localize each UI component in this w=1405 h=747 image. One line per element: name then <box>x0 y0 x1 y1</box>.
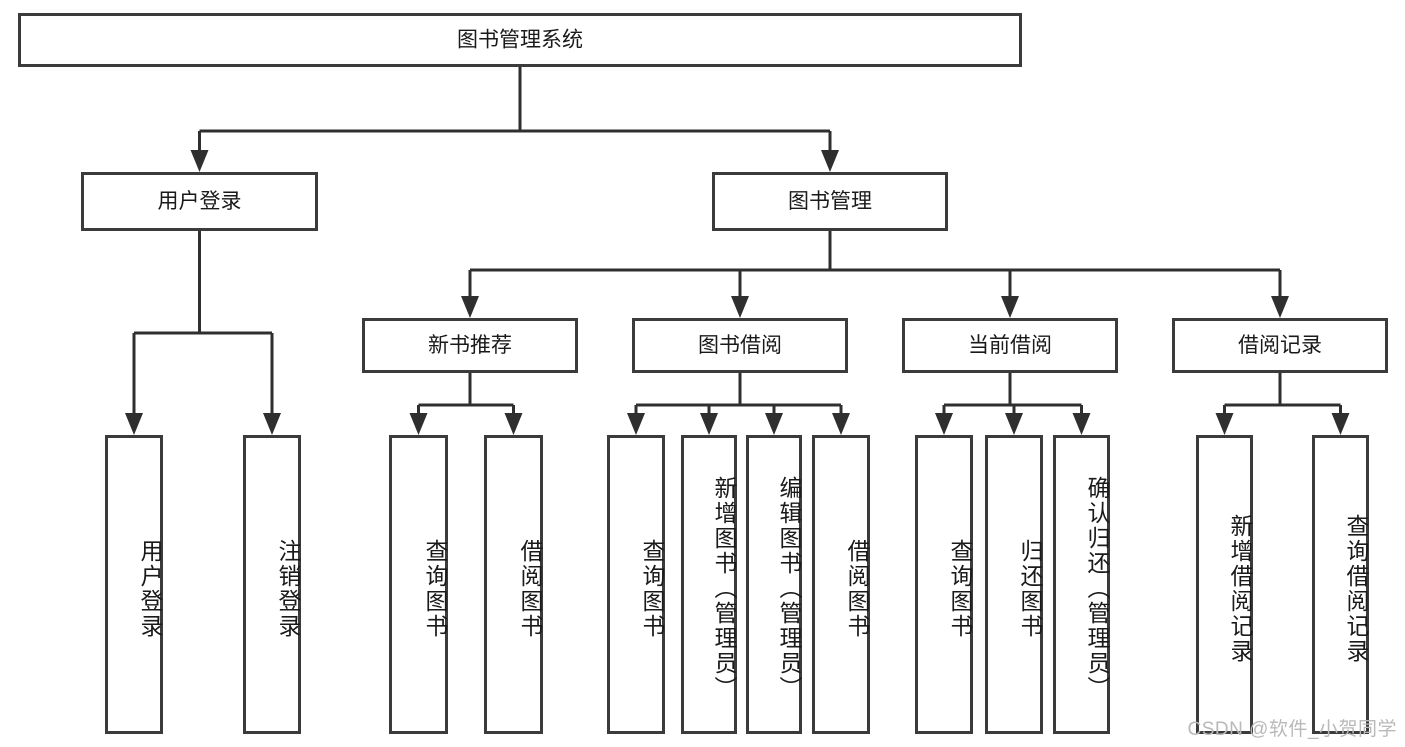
arrow-head-icon <box>461 296 479 318</box>
leaf-box-11[interactable] <box>1196 435 1253 734</box>
leaf-box-9[interactable] <box>985 435 1043 734</box>
arrow-head-icon <box>821 150 839 172</box>
arrow-head-icon <box>125 413 143 435</box>
level2-label-2: 当前借阅 <box>968 334 1052 357</box>
leaf-box-8[interactable] <box>915 435 973 734</box>
arrow-head-icon <box>1005 413 1023 435</box>
arrow-head-icon <box>1072 413 1091 435</box>
watermark-text: CSDN @软件_小贺同学 <box>1187 719 1397 740</box>
leaf-box-12[interactable] <box>1312 435 1369 734</box>
arrow-head-icon <box>731 296 749 318</box>
arrow-head-icon <box>504 413 523 435</box>
arrow-head-icon <box>190 150 209 172</box>
root-label-0: 图书管理系统 <box>457 29 583 52</box>
boxes-layer <box>18 13 1388 734</box>
root-box-0[interactable] <box>18 13 1022 67</box>
level2-label-1: 图书借阅 <box>698 334 782 357</box>
leaf-box-0[interactable] <box>105 435 163 734</box>
arrow-head-icon <box>832 413 850 435</box>
leaf-box-4[interactable] <box>607 435 665 734</box>
leaf-box-1[interactable] <box>243 435 301 734</box>
leaf-box-3[interactable] <box>484 435 543 734</box>
arrow-head-icon <box>627 413 645 435</box>
level2-box-3[interactable] <box>1172 318 1388 373</box>
arrow-head-icon <box>935 413 953 435</box>
level1-box-0[interactable] <box>81 172 318 231</box>
arrow-head-icon <box>1271 296 1289 318</box>
connectors-layer <box>125 67 1350 435</box>
level2-box-1[interactable] <box>632 318 848 373</box>
arrow-head-icon <box>1215 413 1234 435</box>
arrow-head-icon <box>1331 413 1350 435</box>
arrow-head-icon <box>263 413 281 435</box>
arrow-head-icon <box>700 413 718 435</box>
level1-label-0: 用户登录 <box>158 190 242 213</box>
leaf-box-5[interactable] <box>681 435 737 734</box>
leaf-box-2[interactable] <box>389 435 448 734</box>
level1-box-1[interactable] <box>712 172 948 231</box>
level2-box-0[interactable] <box>362 318 578 373</box>
level2-box-2[interactable] <box>902 318 1118 373</box>
level2-label-3: 借阅记录 <box>1238 334 1322 357</box>
leaf-box-7[interactable] <box>812 435 870 734</box>
arrow-head-icon <box>1001 296 1019 318</box>
level2-label-0: 新书推荐 <box>428 334 512 357</box>
arrow-head-icon <box>765 413 783 435</box>
leaf-box-6[interactable] <box>746 435 802 734</box>
arrow-head-icon <box>409 413 428 435</box>
leaf-box-10[interactable] <box>1053 435 1110 734</box>
level1-label-1: 图书管理 <box>788 190 872 213</box>
